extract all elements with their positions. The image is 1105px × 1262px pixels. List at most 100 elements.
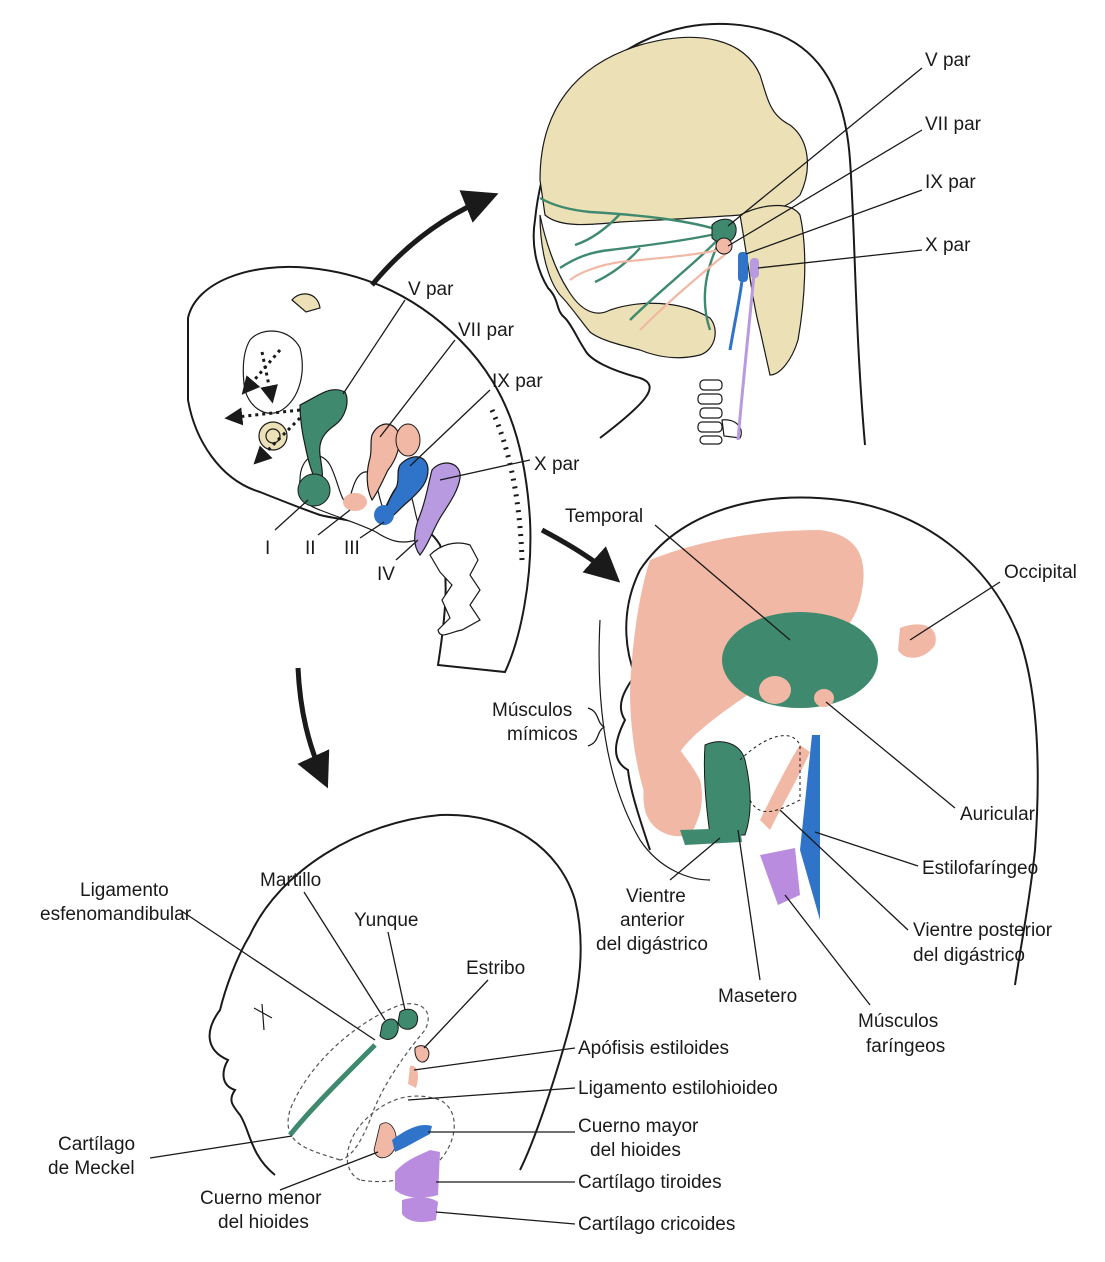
thyroid-cartilage: [395, 1150, 440, 1198]
label-yunque: Yunque: [354, 910, 418, 931]
mimic-muscles: [643, 720, 702, 837]
embryo-label-vii: VII par: [458, 320, 515, 341]
label-cuerno-mayor-1: Cuerno mayor: [578, 1116, 699, 1137]
embryo-label-x: X par: [534, 454, 580, 475]
vagus-ganglion-head: [750, 258, 759, 278]
label-musculos-mimicos-2: mímicos: [507, 724, 578, 745]
label-vientre-posterior-1: Vientre posterior: [913, 920, 1053, 941]
label-auricular: Auricular: [960, 804, 1036, 825]
muscle-dotted-outline: [739, 735, 801, 813]
embryo-body: [187, 266, 532, 674]
label-musculos-faringeos-1: Músculos: [858, 1011, 938, 1032]
arrow-to-head: [370, 190, 499, 287]
facial-ganglion: [366, 423, 400, 502]
skeleton-eye: [253, 1003, 273, 1031]
digastric-posterior: [760, 745, 810, 830]
embryo-head-bump: [291, 293, 321, 313]
muscles-panel: Temporal Occipital Músculos mímicos Auri…: [492, 496, 1077, 1057]
face-tissue: [539, 214, 716, 359]
head-label-ix: IX par: [925, 172, 976, 193]
migration-arrow-2: [253, 416, 302, 465]
label-estilofaringeo: Estilofaríngeo: [922, 858, 1038, 879]
label-cartilago-tiroides: Cartílago tiroides: [578, 1172, 722, 1193]
brain: [539, 36, 809, 226]
auricular-spot-1: [759, 676, 791, 704]
label-cartilago-meckel-1: Cartílago: [58, 1134, 135, 1155]
label-ligamento-1: Ligamento: [80, 880, 169, 901]
label-vientre-anterior-2: anterior: [620, 910, 685, 931]
trigeminal-branches: [539, 196, 726, 331]
styloid-process: [408, 1065, 418, 1088]
malleus: [379, 1018, 399, 1040]
label-estribo: Estribo: [466, 958, 525, 979]
glossopharyngeal-ganglion: [385, 456, 429, 521]
label-cuerno-menor-1: Cuerno menor: [200, 1188, 322, 1209]
embryo-labels: V par VII par IX par X par I II III IV: [265, 279, 580, 585]
muscles-head-outline: [615, 496, 1039, 986]
label-vientre-anterior-1: Vientre: [626, 886, 686, 907]
facial-genu: [715, 237, 733, 255]
masseter-digastric-green: [703, 741, 751, 836]
facial-branches: [569, 246, 729, 331]
vagus-ganglion: [414, 462, 461, 556]
arch-i-nerve: [297, 473, 331, 507]
migration-arrow-3: [260, 351, 278, 404]
label-apofisis: Apófisis estiloides: [578, 1038, 729, 1059]
label-ligamento-2: esfenomandibular: [40, 904, 192, 925]
otic-vesicle: [395, 423, 421, 457]
label-masetero: Masetero: [718, 986, 797, 1007]
label-cartilago-meckel-2: de Meckel: [48, 1158, 135, 1179]
head-label-vii: VII par: [925, 114, 982, 135]
arch-label-i: I: [265, 538, 270, 559]
skeleton-panel: Ligamento esfenomandibular Martillo Yunq…: [40, 813, 778, 1235]
arch-ii-nerve: [343, 493, 367, 511]
arrow-to-skeleton: [295, 667, 330, 789]
label-ligamento-estilohioideo: Ligamento estilohioideo: [578, 1078, 778, 1099]
embryo-label-v: V par: [408, 279, 454, 300]
occipital-muscle: [898, 624, 936, 658]
pharyngeal-muscles: [760, 848, 800, 905]
temporal-muscle: [722, 612, 878, 708]
arch-label-ii: II: [305, 538, 316, 559]
label-musculos-mimicos-1: Músculos: [492, 700, 572, 721]
label-temporal: Temporal: [565, 506, 643, 527]
label-martillo: Martillo: [260, 870, 321, 891]
arch-label-iii: III: [344, 538, 360, 559]
glossopharyngeal-ganglion-head: [738, 252, 748, 282]
head-label-v: V par: [925, 50, 971, 71]
label-musculos-faringeos-2: faríngeos: [866, 1036, 945, 1057]
muscles-face-line: [598, 619, 711, 881]
head-nerves-panel: V par VII par IX par X par: [532, 22, 982, 446]
dotted-region-upper: [287, 1003, 429, 1161]
brainstem: [739, 204, 806, 376]
embryo-eye-inner: [265, 428, 281, 444]
label-vientre-anterior-3: del digástrico: [596, 934, 708, 955]
head-label-x: X par: [925, 235, 971, 256]
stapes: [414, 1045, 430, 1063]
arch-iii-nerve: [374, 505, 394, 525]
label-occipital: Occipital: [1004, 562, 1077, 583]
label-vientre-posterior-2: del digástrico: [913, 945, 1025, 966]
embryo-lower-branches: [429, 542, 481, 636]
embryo-label-ix: IX par: [492, 371, 543, 392]
trachea: [697, 379, 742, 445]
cricoid-cartilage: [402, 1197, 438, 1222]
label-cuerno-menor-2: del hioides: [218, 1212, 309, 1233]
arrow-to-muscles: [540, 527, 621, 583]
migration-arrow-1: [224, 407, 301, 426]
stylopharyngeus: [800, 735, 820, 920]
label-cuerno-mayor-2: del hioides: [590, 1140, 681, 1161]
embryo-panel: [187, 266, 532, 674]
arch-label-iv: IV: [377, 564, 395, 585]
embryo-brain-fold: [242, 330, 303, 414]
incus: [397, 1008, 418, 1030]
label-cartilago-cricoides: Cartílago cricoides: [578, 1214, 735, 1235]
greater-horn: [392, 1124, 432, 1152]
vientre-anterior-green: [680, 828, 742, 845]
meckel-cartilage: [288, 1043, 377, 1137]
eye-muscle: [654, 664, 706, 716]
skeleton-head-outline: [208, 813, 582, 1176]
auricular-spot-2: [814, 689, 834, 707]
